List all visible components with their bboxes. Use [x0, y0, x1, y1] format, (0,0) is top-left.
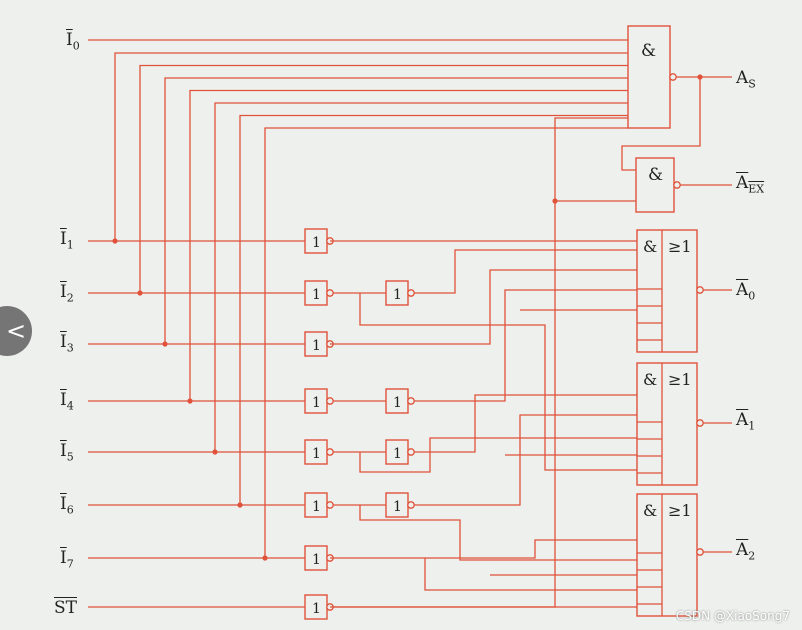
wire-i4-to-a0 [414, 289, 637, 402]
input-label-i2: I2 [60, 282, 74, 305]
output-label-aex: AEX [736, 173, 765, 196]
wire-i2-to-as [139, 64, 628, 293]
wire-i6-to-as [239, 114, 628, 505]
wire-i6-to-a1 [414, 414, 637, 506]
input-label-i3: I3 [60, 332, 74, 355]
input-label-i4: I4 [60, 390, 74, 413]
wire-i3-to-a0 [330, 269, 637, 345]
input-label-i7: I7 [60, 548, 74, 571]
inversion-bubble [326, 448, 334, 456]
wire-cross-3 [359, 505, 637, 561]
output-label-a0: A0 [736, 280, 756, 303]
not-symbol: 1 [312, 235, 321, 251]
wire-i5-to-as [214, 102, 628, 452]
output-label-a2: A2 [736, 540, 756, 563]
and-symbol-as: & [641, 41, 656, 61]
not-symbol: 1 [312, 395, 321, 411]
inversion-bubble [326, 501, 334, 509]
inversion-bubble [696, 419, 704, 427]
not-symbol: 1 [312, 446, 321, 462]
junction-dot [262, 555, 268, 561]
inversion-bubble [696, 286, 704, 294]
junction-dot [237, 502, 243, 508]
junction-dot [112, 238, 118, 244]
not-symbol: 1 [312, 552, 321, 568]
wire-cross-2 [359, 437, 637, 473]
not-symbol: 1 [312, 287, 321, 303]
wire-i7-to-a2 [330, 539, 637, 559]
inversion-bubble [326, 397, 334, 405]
input-label-i5: I5 [60, 441, 74, 464]
or-symbol: ≥1 [668, 501, 692, 520]
and-symbol: & [643, 237, 657, 256]
junction-dot [137, 290, 143, 296]
not-symbol: 1 [312, 601, 321, 617]
not-symbol: 1 [312, 499, 321, 515]
inversion-bubble [696, 548, 704, 556]
wire-cross-4 [424, 558, 637, 591]
output-label-as: AS [736, 68, 756, 91]
inversion-bubble [407, 448, 415, 456]
or-symbol: ≥1 [668, 237, 692, 256]
not-symbol: 1 [393, 287, 402, 303]
and-symbol-aex: & [648, 165, 663, 185]
not-symbol: 1 [312, 338, 321, 354]
input-label-i6: I6 [60, 494, 74, 517]
and-symbol: & [643, 370, 657, 389]
inversion-bubble [326, 289, 334, 297]
junction-dot [697, 74, 703, 80]
inversion-bubble [673, 181, 681, 189]
not-symbol: 1 [393, 395, 402, 411]
watermark: CSDN @XiaoSong7 [675, 609, 790, 623]
not-symbol: 1 [393, 446, 402, 462]
not-symbol: 1 [393, 499, 402, 515]
wire-i1-to-as [114, 52, 628, 241]
wire-st-bus [330, 117, 628, 608]
wire-cross-1 [359, 293, 637, 471]
input-label-i1: I1 [60, 229, 74, 252]
chevron-left-icon: < [6, 317, 27, 345]
inversion-bubble [669, 73, 677, 81]
junction-dot [212, 449, 218, 455]
input-label-i0: I0 [66, 30, 80, 53]
and-or-gate-a2 [636, 493, 698, 617]
wire-i7-to-as [264, 127, 628, 558]
wire-i2-to-a0 [414, 249, 637, 294]
wire-as-to-aex [621, 77, 701, 171]
junction-dot [187, 398, 193, 404]
junction-dot [162, 341, 168, 347]
inversion-bubble [407, 397, 415, 405]
wire-i5-to-a1 [414, 394, 637, 453]
output-label-a1: A1 [736, 410, 756, 433]
input-label-st: ST [54, 598, 77, 618]
wire-i4-to-as [189, 89, 628, 401]
or-symbol: ≥1 [668, 370, 692, 389]
inversion-bubble [407, 289, 415, 297]
and-symbol: & [643, 501, 657, 520]
inversion-bubble [407, 501, 415, 509]
wire-i3-to-as [164, 77, 628, 344]
